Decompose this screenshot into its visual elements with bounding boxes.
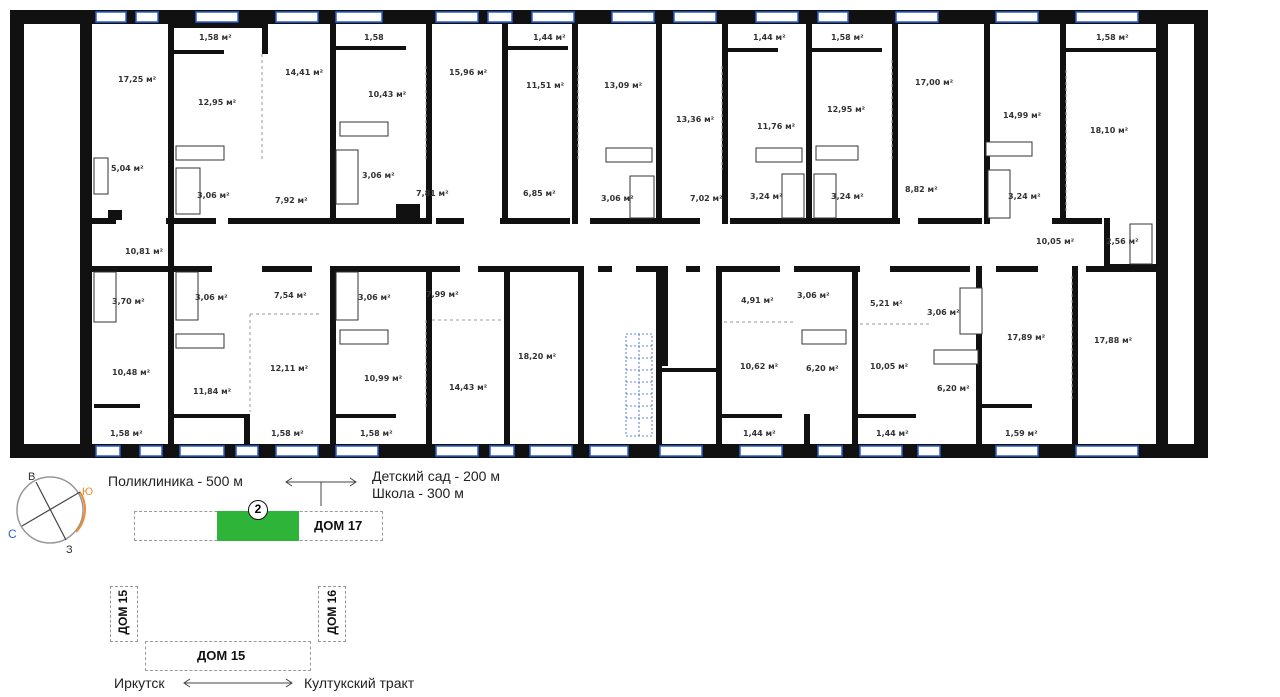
room-area: 2,56 м² <box>1106 237 1139 246</box>
room-area: 1,44 м² <box>743 429 776 438</box>
direction-right: Култукский тракт <box>304 675 415 691</box>
room-area: 7,81 м² <box>416 189 449 198</box>
windows <box>95 11 1139 457</box>
room-area: 10,05 м² <box>870 362 909 371</box>
room-area: 10,81 м² <box>125 247 164 256</box>
room-area: 1,44 м² <box>876 429 909 438</box>
staircase <box>625 333 653 437</box>
room-area: 7,54 м² <box>274 291 307 300</box>
room-areas: 17,25 м² 12,95 м² 14,41 м² 1,58 м² 1,58 … <box>110 33 1139 438</box>
room-area: 17,88 м² <box>1094 336 1133 345</box>
room-area: 4,91 м² <box>741 296 774 305</box>
room-area: 3,70 м² <box>112 297 145 306</box>
room-area: 3,06 м² <box>927 308 960 317</box>
room-area: 17,25 м² <box>118 75 157 84</box>
dom16-building <box>318 586 346 642</box>
room-area: 3,06 м² <box>195 293 228 302</box>
room-area: 11,84 м² <box>193 387 232 396</box>
room-area: 7,02 м² <box>690 194 723 203</box>
room-area: 3,06 м² <box>358 293 391 302</box>
room-area: 1,58 м² <box>360 429 393 438</box>
room-area: 11,51 м² <box>526 81 565 90</box>
compass-east: Ю <box>82 486 93 498</box>
room-area: 13,36 м² <box>676 115 715 124</box>
school-distance: Школа - 300 м <box>372 485 464 501</box>
dom15-side-building <box>110 586 138 642</box>
clinic-distance: Поликлиника - 500 м <box>108 473 243 489</box>
room-area: 18,10 м² <box>1090 126 1129 135</box>
room-area: 10,48 м² <box>112 368 151 377</box>
outer-walls <box>10 10 1208 458</box>
room-area: 1,59 м² <box>1005 429 1038 438</box>
room-area: 1,44 м² <box>753 33 786 42</box>
interior-walls <box>92 24 1156 444</box>
room-area: 5,21 м² <box>870 299 903 308</box>
room-area: 14,41 м² <box>285 68 324 77</box>
room-area: 15,96 м² <box>449 68 488 77</box>
room-area: 3,24 м² <box>831 192 864 201</box>
room-area: 10,99 м² <box>364 374 403 383</box>
room-area: 6,85 м² <box>523 189 556 198</box>
room-area: 12,95 м² <box>827 105 866 114</box>
compass-south: З <box>66 544 73 556</box>
compass-north: В <box>28 471 35 483</box>
room-area: 1,58 м² <box>110 429 143 438</box>
kindergarten-distance: Детский сад - 200 м <box>372 468 500 484</box>
room-area: 3,06 м² <box>797 291 830 300</box>
compass: В Ю З С <box>8 471 93 556</box>
room-area: 3,24 м² <box>750 192 783 201</box>
room-area: 10,05 м² <box>1036 237 1075 246</box>
room-area: 17,00 м² <box>915 78 954 87</box>
room-area: 7,99 м² <box>426 290 459 299</box>
room-area: 14,43 м² <box>449 383 488 392</box>
dom16-vertical-label: ДОМ 16 <box>325 590 339 635</box>
dom15-label: ДОМ 15 <box>197 648 246 663</box>
room-area: 6,20 м² <box>937 384 970 393</box>
room-area: 3,06 м² <box>601 194 634 203</box>
room-area: 6,20 м² <box>806 364 839 373</box>
room-area: 11,76 м² <box>757 122 796 131</box>
room-area: 12,95 м² <box>198 98 237 107</box>
room-area: 1,58 м² <box>1096 33 1129 42</box>
fixtures <box>93 121 1153 365</box>
dom17-label: ДОМ 17 <box>314 518 363 533</box>
room-area: 1,58 м² <box>199 33 232 42</box>
room-area: 12,11 м² <box>270 364 309 373</box>
room-area: 14,99 м² <box>1003 111 1042 120</box>
room-area: 5,04 м² <box>111 164 144 173</box>
direction-arrows <box>183 477 357 688</box>
room-area: 3,06 м² <box>362 171 395 180</box>
room-area: 10,43 м² <box>368 90 407 99</box>
room-area: 7,92 м² <box>275 196 308 205</box>
dom15-building <box>145 641 311 671</box>
room-area: 10,62 м² <box>740 362 779 371</box>
room-area: 1,44 м² <box>533 33 566 42</box>
section-number-badge: 2 <box>248 500 268 520</box>
room-area: 1,58 <box>364 33 384 42</box>
room-area: 17,89 м² <box>1007 333 1046 342</box>
room-area: 1,58 м² <box>831 33 864 42</box>
direction-left: Иркутск <box>114 675 165 691</box>
dom15-vertical-label: ДОМ 15 <box>116 590 130 635</box>
room-area: 3,24 м² <box>1008 192 1041 201</box>
partitions <box>249 54 1073 412</box>
compass-west: С <box>8 527 17 541</box>
room-area: 8,82 м² <box>905 185 938 194</box>
room-area: 1,58 м² <box>271 429 304 438</box>
room-area: 13,09 м² <box>604 81 643 90</box>
room-area: 3,06 м² <box>197 191 230 200</box>
room-area: 18,20 м² <box>518 352 557 361</box>
